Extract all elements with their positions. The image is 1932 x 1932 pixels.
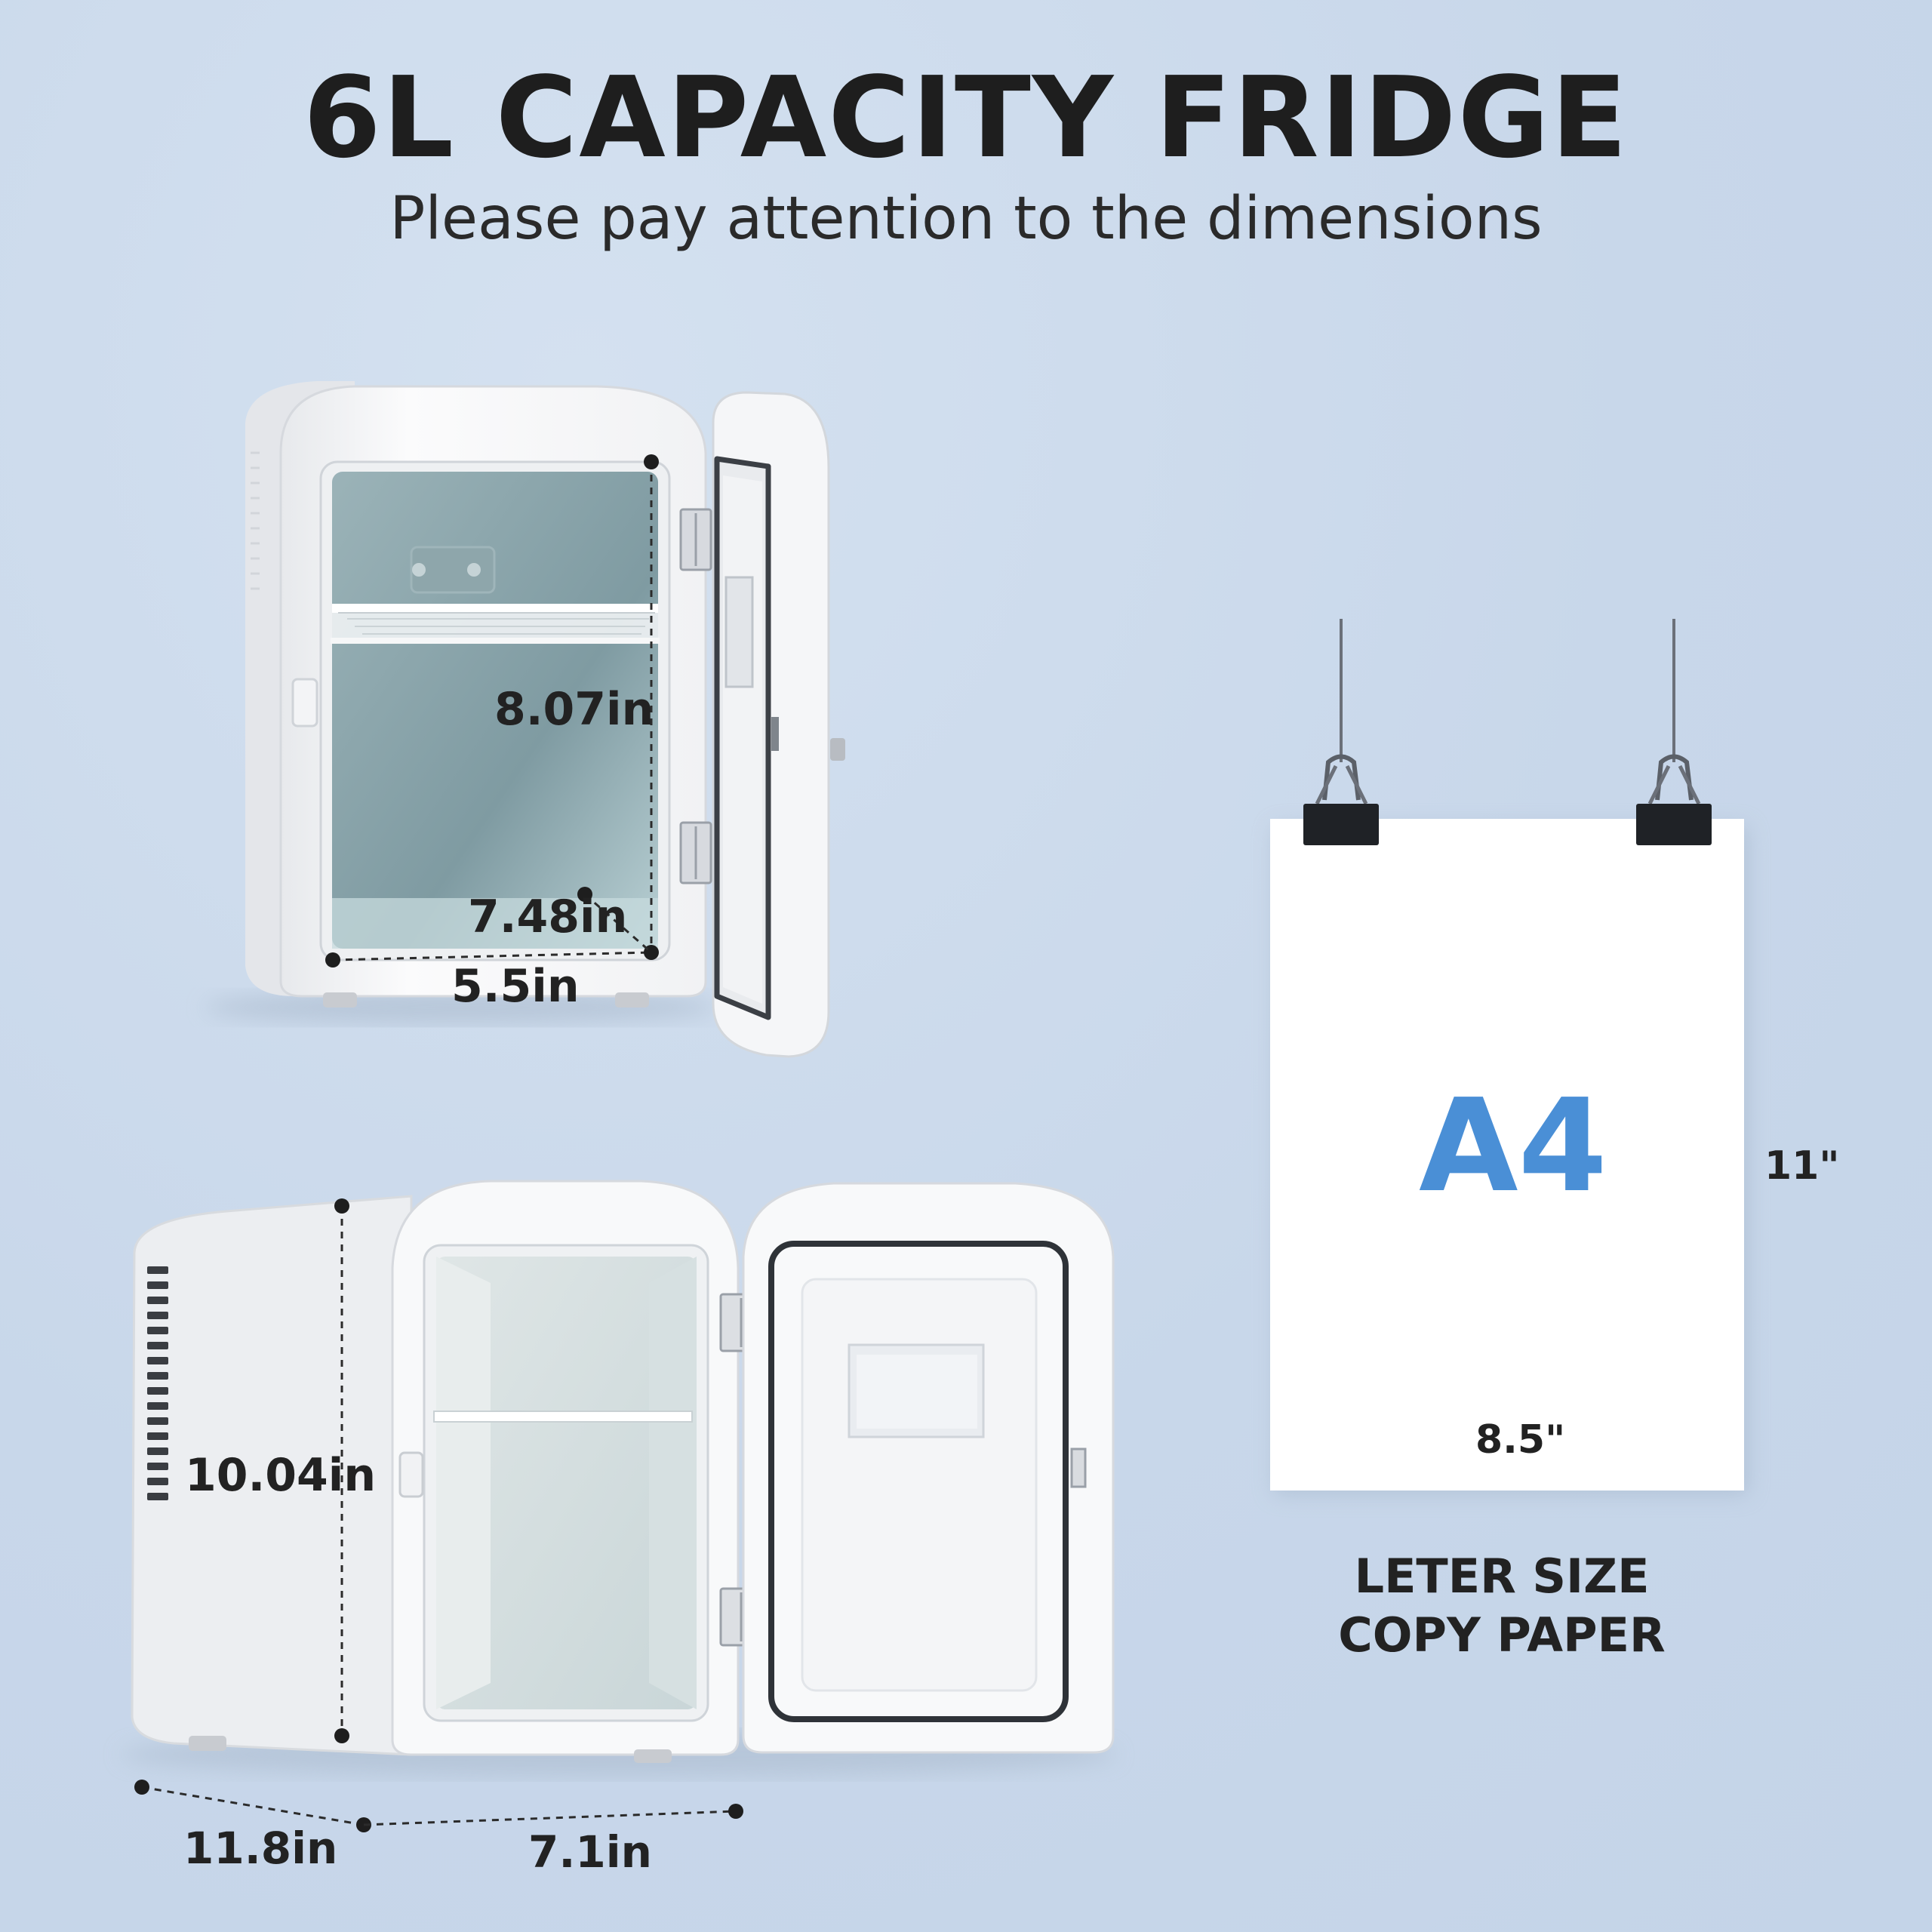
side-vents [147,1266,168,1500]
page-subtitle: Please pay attention to the dimensions [389,185,1543,253]
door-gasket [768,1241,1069,1722]
binder-clip-left [1303,754,1379,845]
exterior-height-label: 10.04in [185,1449,377,1502]
interior-height-label: 8.07in [494,683,654,736]
exterior-width-marker [363,1804,743,1826]
interior-height-marker [644,454,659,952]
paper-caption-line2: COPY PAPER [1338,1607,1666,1663]
paper-caption-line1: LETER SIZE [1354,1549,1650,1604]
page-title: 6L CAPACITY FRIDGE [303,53,1629,183]
interior-depth-label: 7.48in [468,891,628,943]
paper-width-label: 8.5" [1475,1417,1566,1463]
paper-height-label: 11" [1764,1143,1840,1189]
exterior-depth-label: 11.8in [183,1823,338,1874]
interior-depth-marker [577,887,652,954]
top-fridge-shelf [331,604,660,644]
exterior-width-label: 7.1in [528,1826,652,1878]
bottom-fridge-shelf [433,1411,693,1423]
a4-paper-sheet [1270,819,1744,1491]
paper-size-label: A4 [1419,1072,1607,1221]
exterior-height-marker [334,1198,349,1743]
binder-clip-right [1636,754,1712,845]
bottom-fridge-interior [436,1257,697,1709]
paper-caption: LETER SIZE COPY PAPER [1306,1547,1698,1665]
exterior-depth-marker [134,1780,371,1832]
interior-width-label: 5.5in [451,960,580,1013]
